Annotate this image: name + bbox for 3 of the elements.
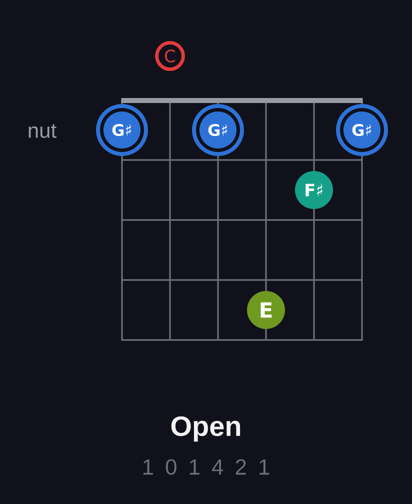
chord-name: Open (171, 416, 240, 442)
nut-label: nut (28, 124, 56, 138)
finger-numbers: 1 0 1 4 2 1 (143, 459, 270, 475)
